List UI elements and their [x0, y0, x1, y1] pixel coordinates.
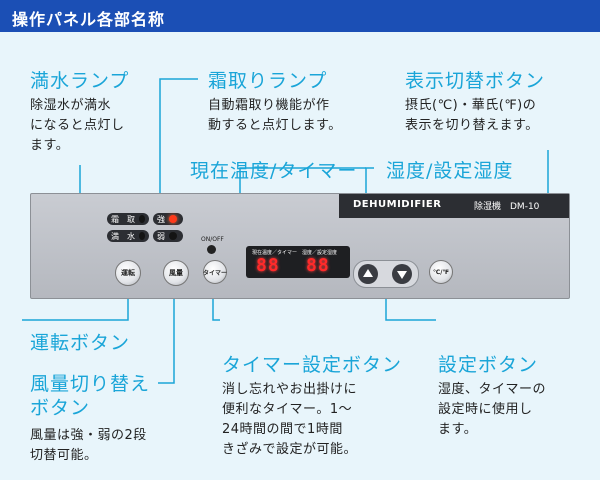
current-temp-timer-title: 現在温度/タイマー: [190, 160, 358, 182]
weak-led: [169, 232, 177, 240]
display-right-label: 湿度／設定湿度: [302, 250, 338, 256]
onoff-label: ON/OFF: [201, 236, 224, 243]
display-left-label: 現在温度／タイマー: [252, 250, 298, 256]
timer-setting-title: タイマー設定ボタン: [222, 354, 403, 376]
control-panel: DEHUMIDIFIER 除湿機 DM-10 霜 取 満 水 強 弱 ON/OF…: [30, 193, 570, 299]
defrost-lamp-desc: 自動霜取り機能が作 動すると点灯します。: [208, 98, 342, 133]
unit-switch-button[interactable]: ℃/℉: [429, 260, 453, 284]
fan-button[interactable]: 風量: [163, 260, 189, 286]
brand-strip: DEHUMIDIFIER 除湿機 DM-10: [339, 194, 569, 218]
fan-switch-desc: 風量は強・弱の2段 切替可能。: [30, 428, 147, 463]
model-label: 除湿機 DM-10: [474, 202, 540, 212]
defrost-lamp-label: 霜 取: [111, 214, 135, 224]
weak-lamp-label: 弱: [157, 231, 165, 241]
full-water-lamp-desc: 除湿水が満水 になると点灯し ます。: [30, 98, 125, 153]
full-water-led: [139, 232, 145, 240]
timer-setting-desc: 消し忘れやお出掛けに 便利なタイマー。1～ 24時間の間で1時間 きざみで設定が…: [222, 382, 358, 457]
setting-button-desc: 湿度、タイマーの 設定時に使用し ます。: [438, 382, 547, 437]
section-title: 操作パネル各部名称: [12, 10, 166, 29]
full-water-lamp-title: 満水ランプ: [30, 70, 130, 92]
setting-buttons: [353, 260, 419, 288]
full-water-lamp-label: 満 水: [111, 231, 135, 241]
full-water-lamp: 満 水: [107, 230, 149, 242]
triangle-up-icon: [363, 269, 373, 277]
led-display: 現在温度／タイマー 湿度／設定湿度 88 88: [246, 246, 350, 278]
strong-lamp: 強: [153, 213, 183, 225]
strong-lamp-label: 強: [157, 214, 165, 224]
defrost-lamp-title: 霜取りランプ: [208, 70, 328, 92]
weak-lamp: 弱: [153, 230, 183, 242]
display-switch-desc: 摂氏(℃)・華氏(℉)の 表示を切り替えます。: [405, 98, 539, 133]
run-button[interactable]: 運転: [115, 260, 141, 286]
down-button[interactable]: [392, 264, 412, 284]
strong-led: [169, 215, 177, 223]
section-header: 操作パネル各部名称: [0, 0, 600, 32]
timer-button[interactable]: タイマー: [203, 260, 227, 284]
setting-button-title: 設定ボタン: [438, 354, 539, 376]
defrost-lamp: 霜 取: [107, 213, 149, 225]
power-indicator: [207, 245, 216, 254]
humidity-setting-title: 湿度/設定湿度: [386, 160, 514, 182]
up-button[interactable]: [358, 264, 378, 284]
temp-timer-readout: 88: [256, 255, 280, 276]
triangle-down-icon: [397, 271, 407, 279]
run-button-title: 運転ボタン: [30, 332, 131, 354]
brand-label: DEHUMIDIFIER: [353, 199, 442, 210]
fan-switch-title: 風量切り替え ボタン: [30, 373, 151, 419]
defrost-led: [139, 215, 145, 223]
display-switch-title: 表示切替ボタン: [405, 70, 546, 92]
humidity-readout: 88: [306, 255, 330, 276]
